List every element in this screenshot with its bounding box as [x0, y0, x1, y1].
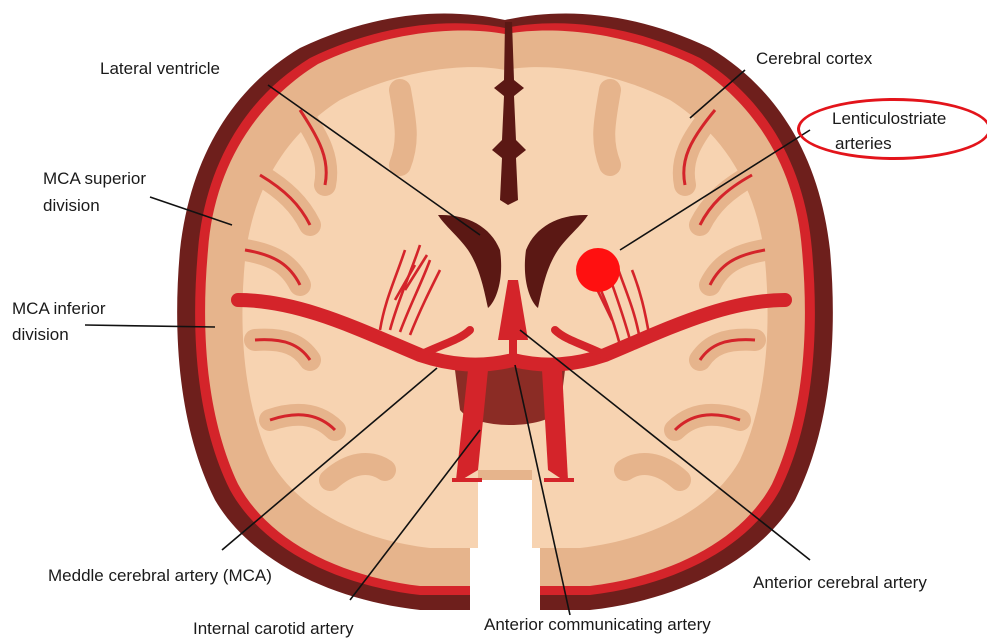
artery-left-base [452, 478, 482, 482]
highlight-ring [797, 98, 987, 160]
label-lateral-ventricle: Lateral ventricle [100, 58, 220, 80]
label-mca-inferior-line1: MCA inferior [12, 298, 106, 320]
label-cerebral-cortex: Cerebral cortex [756, 48, 872, 70]
label-middle-cerebral-artery: Meddle cerebral artery (MCA) [48, 565, 272, 587]
label-anterior-cerebral-artery: Anterior cerebral artery [753, 572, 927, 594]
label-mca-inferior-line2: division [12, 324, 69, 346]
label-mca-superior-line2: division [43, 195, 100, 217]
label-anterior-communicating-artery: Anterior communicating artery [484, 614, 711, 636]
label-mca-superior-line1: MCA superior [43, 168, 146, 190]
artery-right-base [544, 478, 574, 482]
lesion-red-dot [576, 248, 620, 292]
label-internal-carotid-artery: Internal carotid artery [193, 618, 354, 640]
